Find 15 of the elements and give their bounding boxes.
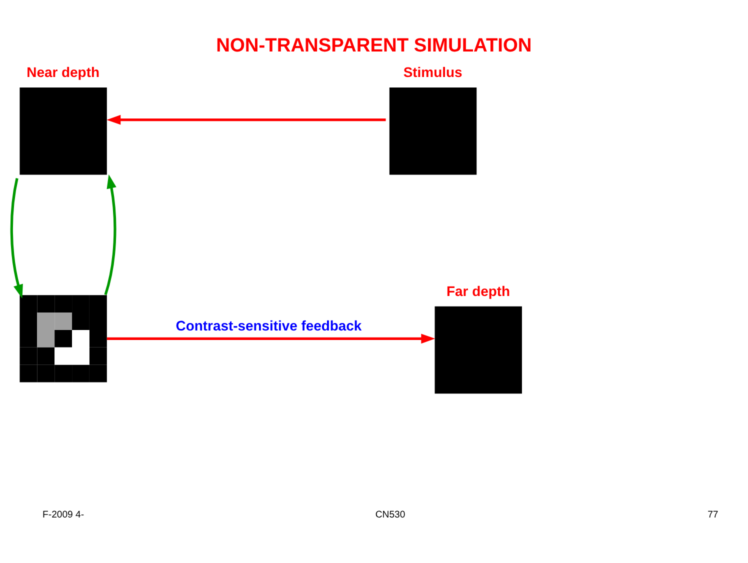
arrow — [106, 333, 436, 344]
arrow — [106, 114, 386, 124]
node-box — [389, 87, 477, 174]
label: 77 — [708, 508, 718, 520]
arrow — [104, 174, 116, 295]
label: CN530 — [375, 508, 406, 520]
node-label: Near depth — [26, 63, 100, 80]
edge-label: Contrast-sensitive feedback — [176, 317, 362, 334]
node-box — [20, 87, 107, 174]
diagram-title: NON-TRANSPARENT SIMULATION — [216, 34, 532, 56]
node-label: Far depth — [446, 282, 510, 298]
arrow — [10, 178, 23, 298]
node-label: Stimulus — [403, 63, 462, 80]
label: F-2009 4- — [42, 508, 84, 520]
node-box — [434, 306, 522, 394]
